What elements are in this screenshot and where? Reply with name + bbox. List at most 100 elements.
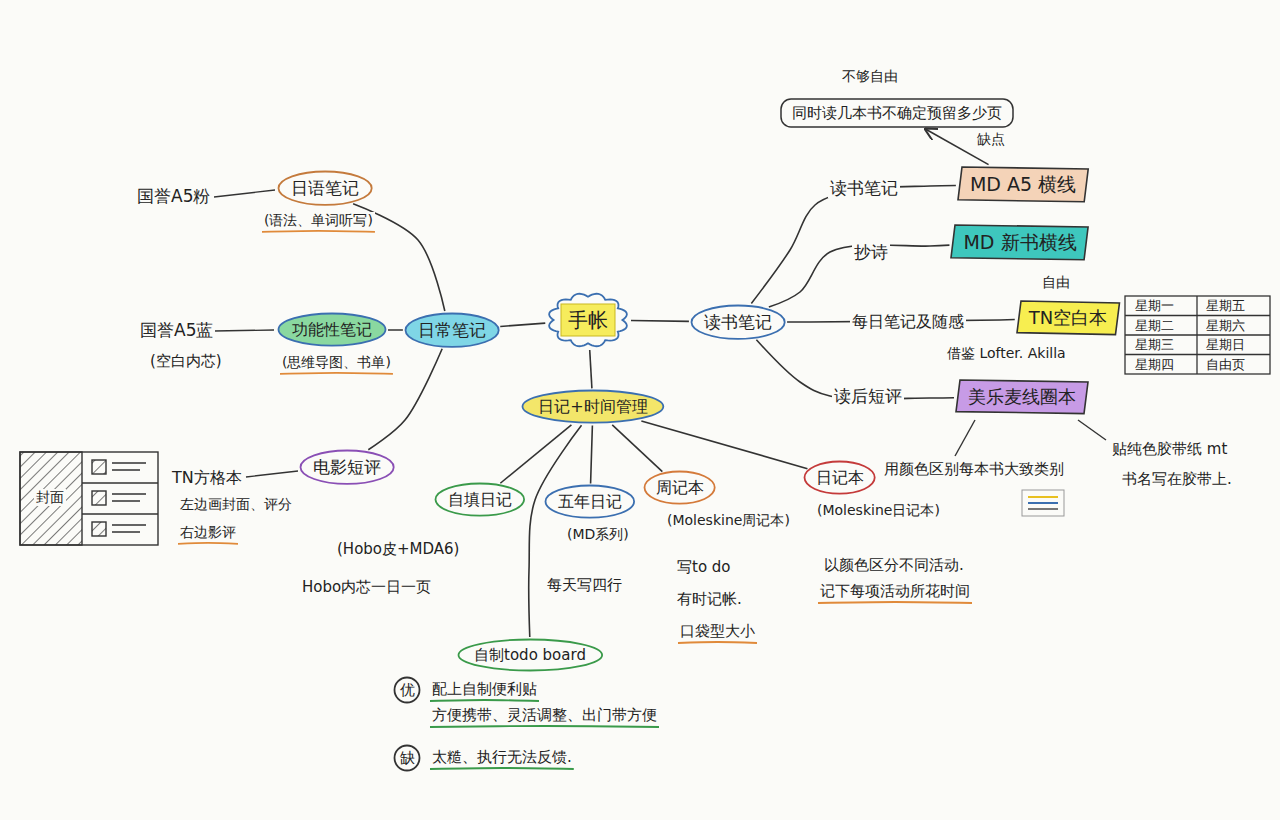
note-text: 用颜色区别每本书大致类别: [882, 460, 1066, 478]
notebook-box: MD A5 横线: [957, 166, 1089, 203]
node-text: 日记本: [816, 468, 864, 487]
underline-stroke: [678, 642, 757, 643]
outline-ellipse: [691, 305, 784, 338]
node-text: 电影短评: [313, 457, 381, 477]
branch-bubble: 日记+时间管理: [521, 389, 665, 424]
note-box: 同时读几本书不确定预留多少页: [780, 98, 1014, 128]
weekday-table-grid: [1125, 296, 1270, 374]
outline-box: [958, 167, 1088, 202]
outline-ellipse: [405, 313, 498, 346]
branch-bubble: 日常笔记: [404, 312, 500, 348]
node-text: 同时读几本书不确定预留多少页: [792, 104, 1002, 122]
topic-bubble: 日记本: [803, 460, 876, 495]
note-text: (Hobo皮+MDA6): [335, 540, 461, 558]
topic-bubble: 周记本: [643, 470, 716, 505]
branch-line: [751, 185, 956, 303]
topic-bubble: 五年日记: [544, 484, 636, 519]
sketch-thumb: [92, 522, 106, 536]
leader-line: [955, 420, 975, 456]
branch-bubble: 读书笔记: [690, 304, 786, 340]
note-text: 左边画封面、评分: [178, 496, 294, 513]
sketch-row-line: [82, 513, 158, 514]
table-line: [1125, 354, 1270, 355]
table-line: [1125, 334, 1270, 335]
outline-ellipse: [645, 472, 715, 504]
flower-outline: [549, 294, 627, 346]
outline-ellipse: [436, 484, 525, 516]
note-text: Hobo内芯一日一页: [300, 578, 433, 596]
outline-box: [951, 225, 1088, 260]
outline-ellipse: [458, 640, 602, 671]
topic-bubble: 日语笔记: [277, 170, 373, 206]
page-layout-sketch: [20, 452, 158, 545]
topic-bubble: 自填日记: [434, 482, 526, 517]
node-text: 读书笔记: [704, 312, 772, 332]
table-cell: 星期三: [1133, 337, 1176, 353]
note-text: 有时记帐.: [675, 590, 744, 608]
branch-line: [641, 421, 807, 469]
table-cell: 星期四: [1133, 357, 1176, 373]
outline-ellipse: [279, 314, 386, 346]
central-topic: 手帐: [546, 291, 630, 349]
topic-bubble: 自制todo board: [457, 638, 604, 672]
node-text: 日语笔记: [291, 178, 359, 198]
note-text: 每天写四行: [545, 576, 624, 594]
note-text: 记下每项活动所花时间: [818, 582, 972, 600]
branch-line: [590, 350, 592, 388]
branch-text: 每日笔记及随感: [850, 312, 966, 331]
tape-stripe: [1028, 496, 1058, 498]
leader-line: [246, 471, 298, 477]
table-cell: 星期日: [1204, 337, 1247, 353]
note-text: 借鉴 Lofter. Akilla: [945, 345, 1068, 362]
table-line: [1125, 315, 1270, 316]
underline-stroke: [430, 726, 659, 727]
tape-stripe: [1028, 508, 1058, 510]
center-fill: [561, 304, 615, 336]
table-cell: 星期二: [1133, 318, 1176, 334]
node-text: TN空白本: [1029, 307, 1107, 329]
note-text: TN方格本: [170, 468, 244, 487]
outline-box: [1017, 301, 1119, 335]
note-text: (Moleskine日记本): [815, 502, 942, 519]
notebook-box: MD 新书横线: [950, 224, 1089, 261]
underline-stroke: [430, 700, 539, 701]
underline-stroke: [262, 231, 375, 232]
cover-hatching: [20, 452, 82, 545]
node-text: MD A5 横线: [970, 173, 1076, 196]
note-text: (语法、单词听写): [262, 212, 375, 229]
sketch-thumb: [92, 460, 106, 474]
outline-box: [781, 99, 1013, 127]
sketch-label: 封面: [34, 489, 66, 506]
table-cell: 自由页: [1204, 357, 1247, 373]
outline-ellipse: [523, 391, 664, 423]
note-text: (MD系列): [565, 526, 631, 543]
branch-text: 读书笔记: [828, 178, 900, 198]
leader-line: [214, 330, 274, 331]
underlines: [178, 231, 972, 769]
notebook-box: 美乐麦线圈本: [955, 379, 1089, 415]
table-cell: 星期五: [1204, 298, 1247, 314]
table-frame: [1125, 296, 1270, 374]
edge-label: 缺点: [975, 131, 1007, 148]
sketch-row-line: [82, 482, 158, 483]
branch-line: [388, 329, 403, 331]
underline-stroke: [178, 543, 238, 544]
node-text: 缺: [400, 749, 415, 767]
table-cell: 星期六: [1204, 318, 1247, 334]
topic-bubble: 功能性笔记: [277, 312, 387, 347]
leader-lines: [214, 190, 1106, 477]
node-text: 美乐麦线圈本: [968, 386, 1076, 408]
outline-ellipse: [805, 462, 875, 494]
outline-ellipse: [395, 678, 420, 703]
node-text: 日常笔记: [418, 320, 486, 340]
topic-bubble: 电影短评: [299, 449, 395, 485]
tape-sample: [1022, 490, 1064, 516]
branch-line: [612, 425, 662, 472]
note-text: (Moleskine周记本): [665, 512, 792, 529]
note-text: 国誉A5蓝: [138, 320, 215, 340]
pro-circle: 优: [393, 676, 421, 704]
node-text: 日记+时间管理: [538, 397, 647, 416]
outline-ellipse: [278, 171, 371, 204]
node-text: MD 新书横线: [963, 231, 1076, 254]
note-text: 书名写在胶带上.: [1120, 470, 1234, 488]
